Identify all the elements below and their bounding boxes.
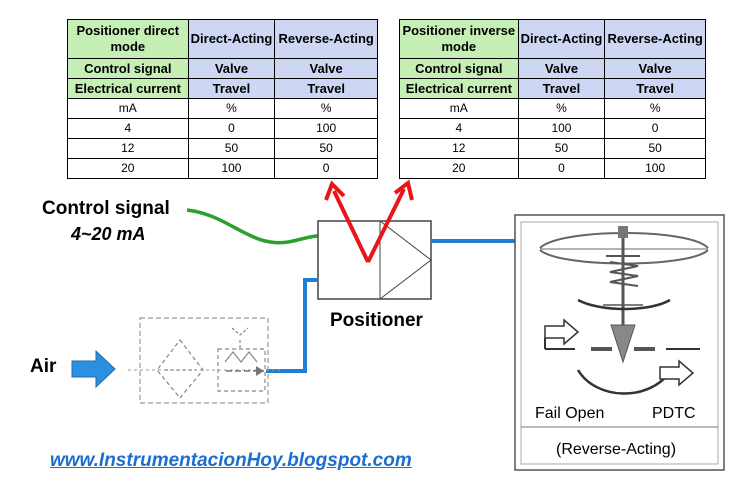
reverse-acting-header: Reverse-Acting: [274, 19, 378, 59]
unit-cell: %: [274, 98, 378, 119]
table-cell: 50: [187, 138, 276, 159]
air-line-to-positioner: [266, 278, 318, 373]
signal-range-label: 4~20 mA: [71, 224, 146, 244]
direct-acting-header: Direct-Acting: [187, 19, 276, 59]
travel-cell: Travel: [604, 78, 706, 99]
table-row: 20 100 0: [67, 158, 378, 179]
unit-cell: mA: [67, 98, 189, 119]
actuator-diaphragm: [539, 226, 709, 336]
control-signal-label: Control signal: [42, 198, 170, 219]
filter-regulator-symbol: [128, 317, 280, 404]
unit-cell: %: [517, 98, 606, 119]
table-cell: 100: [187, 158, 276, 179]
positioner-block: [317, 220, 432, 300]
electrical-current-cell: Electrical current: [67, 78, 189, 99]
control-signal-cell: Control signal: [67, 58, 189, 79]
unit-cell: %: [187, 98, 276, 119]
travel-cell: Travel: [187, 78, 276, 99]
table-cell: 0: [274, 158, 378, 179]
fail-open-label: Fail Open: [535, 405, 605, 422]
direct-acting-header: Direct-Acting: [517, 19, 606, 59]
travel-cell: Travel: [274, 78, 378, 99]
inverse-mode-header: Positioner inverse mode: [399, 19, 519, 59]
website-link[interactable]: www.InstrumentacionHoy.blogspot.com: [50, 450, 412, 471]
control-signal-cell: Control signal: [399, 58, 519, 79]
red-arrow-right: [366, 188, 406, 263]
reverse-acting-header: Reverse-Acting: [604, 19, 706, 59]
unit-cell: %: [604, 98, 706, 119]
valve-body: [544, 298, 700, 395]
red-arrow-left-head: [324, 180, 346, 201]
red-arrow-left: [332, 190, 370, 263]
positioner-label: Positioner: [330, 310, 423, 331]
table-cell: 20: [67, 158, 189, 179]
table-row: 20 0 100: [399, 158, 706, 179]
valve-cell: Valve: [187, 58, 276, 79]
valve-cell: Valve: [604, 58, 706, 79]
direct-mode-table: Positioner direct mode Direct-Acting Rev…: [67, 19, 378, 179]
pdtc-label: PDTC: [652, 405, 696, 422]
table-cell: 100: [604, 158, 706, 179]
red-arrow-right-head: [393, 179, 414, 201]
electrical-current-cell: Electrical current: [399, 78, 519, 99]
table-cell: 20: [399, 158, 519, 179]
air-label: Air: [30, 356, 57, 377]
inverse-mode-table: Positioner inverse mode Direct-Acting Re…: [399, 19, 706, 179]
valve-cell: Valve: [274, 58, 378, 79]
table-cell: 50: [604, 138, 706, 159]
air-inlet-arrow: [71, 349, 116, 389]
table-row: 12 50 50: [399, 138, 706, 159]
reverse-acting-label: (Reverse-Acting): [556, 441, 677, 458]
direct-mode-header: Positioner direct mode: [67, 19, 189, 59]
control-signal-wire: [186, 208, 319, 245]
